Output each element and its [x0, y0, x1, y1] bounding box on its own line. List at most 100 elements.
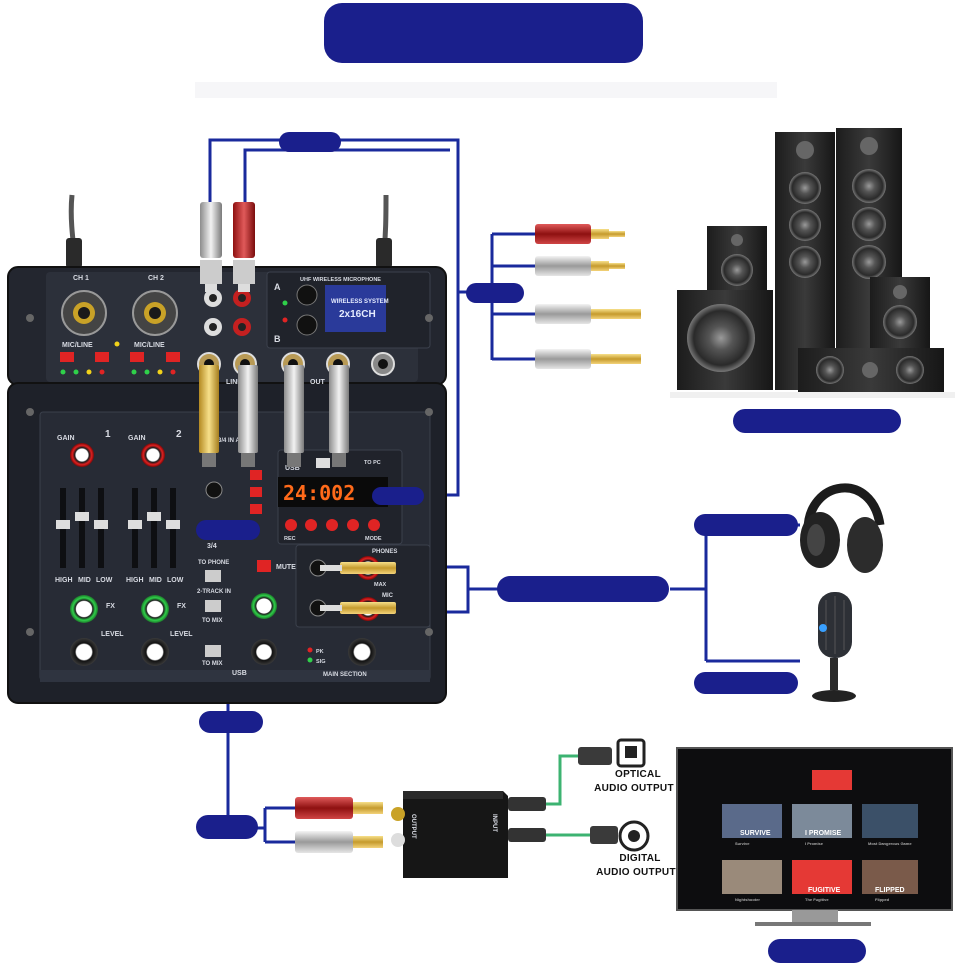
fx-master-knob[interactable] [251, 593, 277, 619]
pad-button-ch2[interactable] [130, 352, 144, 362]
wireless-a-knob[interactable] [296, 284, 318, 306]
tile-caption-4: Nightshooter [735, 897, 760, 902]
optical-line-1: OPTICAL [615, 769, 661, 780]
usb-section-label: USB [232, 670, 247, 677]
tile-caption-2: I Promise [805, 841, 824, 846]
level-knob-ch2[interactable] [141, 638, 169, 666]
pill-speaker-output [466, 283, 524, 303]
level-knob-ch1[interactable] [70, 638, 98, 666]
fx-knob-ch2[interactable] [141, 595, 169, 623]
optical-wire [545, 754, 590, 837]
mic-on-button-ch2[interactable] [166, 352, 180, 362]
ch34-label: 3/4 [207, 543, 217, 550]
gain-knob-ch2[interactable] [141, 443, 165, 467]
phantom-button-ch1[interactable] [95, 352, 109, 362]
to-phone-button[interactable] [205, 570, 221, 582]
mute-label: MUTE [276, 564, 296, 571]
mic-line-label-2: MIC/LINE [134, 342, 165, 349]
high-label-2: HIGH [126, 577, 144, 584]
level-label-1: LEVEL [101, 631, 124, 638]
mic-label: MIC [382, 593, 394, 599]
wireless-b-knob[interactable] [296, 314, 318, 336]
mixer-screws [26, 314, 433, 636]
to-pc-label: TO PC [364, 460, 381, 466]
label-pills [196, 132, 901, 963]
dac-converter: OUTPUT INPUT [295, 738, 650, 878]
speaker-connectors [535, 224, 641, 369]
pill-rca-output [279, 132, 341, 152]
audio-mixer: CH 1 CH 2 MIC/LINE MIC/LINE [7, 194, 447, 704]
mid-label-1: MID [78, 577, 91, 584]
rec-label: REC [284, 536, 296, 542]
ch2-label: CH 2 [148, 275, 164, 282]
xlr-jack-ch2 [132, 290, 178, 336]
uhf-title: UHF WIRELESS MICROPHONE [300, 277, 381, 283]
gain-label-1: GAIN [57, 435, 75, 442]
pk-label: PK [316, 649, 324, 655]
main-level-knob[interactable] [348, 638, 376, 666]
transport-buttons[interactable] [285, 519, 380, 531]
mid-label-2: MID [149, 577, 162, 584]
usb-label: USB [285, 465, 300, 472]
pill-rca-converter [196, 815, 258, 839]
wireless-line-1: WIRELESS SYSTEM [331, 299, 389, 305]
mic-line-label-1: MIC/LINE [62, 342, 93, 349]
output-label: OUTPUT [410, 814, 416, 839]
inserted-plugs [199, 202, 396, 614]
gain-knob-ch1[interactable] [70, 443, 94, 467]
tile-title-1: SURVIVE [740, 830, 771, 837]
subtitle-strip [195, 82, 777, 98]
pill-speakers [733, 409, 901, 433]
television [676, 747, 953, 926]
max-label: MAX [374, 582, 387, 588]
out-label: OUT [310, 379, 326, 386]
pad-button-ch1[interactable] [60, 352, 74, 362]
to-mix-button-2[interactable] [205, 645, 221, 657]
ch-num-2: 2 [176, 429, 182, 440]
tile-title-5: FUGITIVE [808, 887, 841, 894]
tile-title-6: FLIPPED [875, 887, 905, 894]
fx-label-1: FX [106, 603, 115, 610]
to-mix-button-1[interactable] [205, 600, 221, 612]
usb-port [316, 458, 330, 468]
pill-mixer-aux [196, 520, 260, 540]
optical-line-2: AUDIO OUTPUT [594, 783, 674, 794]
fx-knob-ch1[interactable] [70, 595, 98, 623]
to-mix-label-1: TO MIX [202, 618, 223, 624]
pill-tv [768, 939, 866, 963]
tile-title-2: I PROMISE [805, 830, 842, 837]
eq-sliders[interactable] [56, 488, 180, 568]
wireless-line-2: 2x16CH [339, 309, 376, 320]
lcd-display [278, 477, 388, 507]
low-label-2: LOW [167, 577, 184, 584]
a-label: A [274, 282, 281, 292]
ch-num-1: 1 [105, 429, 111, 440]
rca-jacks [204, 289, 251, 336]
mode-label: MODE [365, 536, 382, 542]
headphones [800, 483, 885, 573]
tile-caption-6: Flipped [875, 897, 890, 902]
level-label-2: LEVEL [170, 631, 193, 638]
mute-button[interactable] [257, 560, 271, 572]
lcd-text: 24:002 [283, 481, 355, 505]
low-label-1: LOW [96, 577, 113, 584]
phones-label: PHONES [372, 549, 397, 555]
tile-caption-5: The Fugitive [805, 897, 829, 902]
high-label-1: HIGH [55, 577, 73, 584]
gain-label-2: GAIN [128, 435, 146, 442]
to-mix-label-2: TO MIX [202, 661, 223, 667]
tv-tile-titles: SURVIVE I PROMISE FUGITIVE FLIPPED Survi… [735, 830, 912, 902]
tv-logo [812, 770, 852, 790]
wireless-display [325, 285, 386, 332]
sig-label: SIG [316, 659, 325, 665]
to-phone-label: TO PHONE [198, 560, 229, 566]
fx-label-2: FX [177, 603, 186, 610]
optical-audio-label: OPTICAL AUDIO OUTPUT [594, 768, 674, 796]
ch1-label: CH 1 [73, 275, 89, 282]
digital-audio-label: DIGITAL AUDIO OUTPUT [596, 852, 676, 880]
level-leds [60, 341, 176, 375]
usb-level-knob[interactable] [251, 639, 277, 665]
digital-line-1: DIGITAL [619, 853, 661, 864]
